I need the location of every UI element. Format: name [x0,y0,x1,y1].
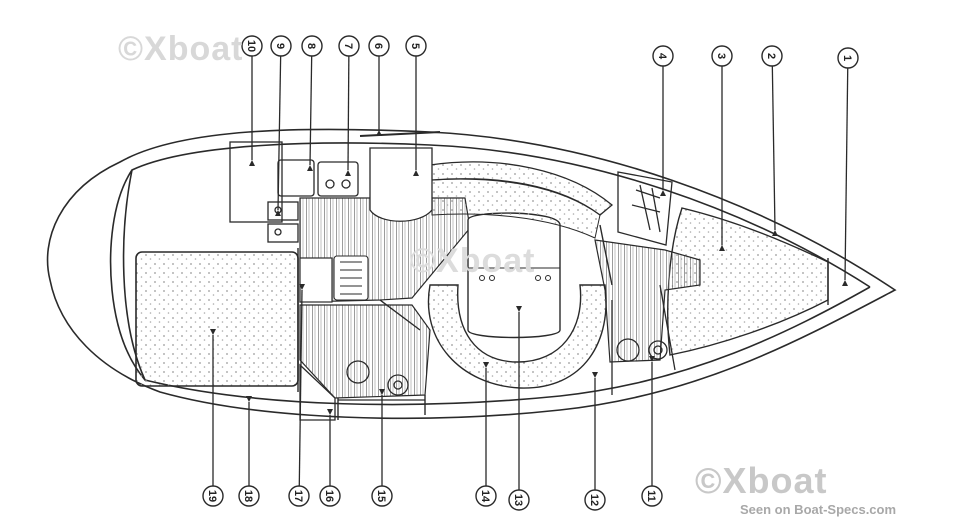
callout-number-5: 5 [409,43,421,49]
callout-circle-19 [202,485,224,507]
engine-box [299,257,333,303]
callout-number-13: 13 [512,494,524,506]
aft-berth [135,251,299,387]
callout-circle-9 [270,35,292,57]
cabin-sole-forward [594,239,701,363]
saloon-settee [427,284,607,389]
callout-circle-17 [288,485,310,507]
callout-number-1: 1 [841,55,853,61]
callout-circle-2 [761,45,783,67]
callout-number-9: 9 [274,43,286,49]
callout-arrow-10 [249,160,255,166]
callout-arrow-8 [307,165,313,171]
chart-table [369,147,433,222]
source-credit: Seen on Boat-Specs.com [740,502,897,517]
starboard-settee-back [431,178,601,239]
callout-circle-1 [837,47,859,69]
callout-number-19: 19 [206,490,218,502]
callout-number-16: 16 [323,490,335,502]
callout-circle-8 [301,35,323,57]
galley [229,141,359,243]
bulkheads [297,224,613,420]
callout-number-3: 3 [715,53,727,59]
watermark-top: ©Xboat [118,30,244,68]
callout-circle-16 [319,485,341,507]
callout-number-8: 8 [305,43,317,49]
callout-arrow-2 [772,230,778,236]
callout-number-11: 11 [645,490,657,502]
callout-number-4: 4 [656,53,668,60]
callout-arrow-16 [327,409,333,415]
callout-arrow-19 [210,329,216,335]
callout-leader-1 [844,47,849,281]
forward-heads [611,171,676,395]
callout-circle-6 [368,35,390,57]
callout-number-12: 12 [588,494,600,506]
callout-circle-14 [475,485,497,507]
watermark-middle: ©Xboat [410,242,536,280]
callout-number-7: 7 [342,43,354,49]
callout-leader-2 [771,45,776,231]
callout-number-2: 2 [765,53,777,59]
callout-circle-12 [584,489,606,511]
callout-circle-18 [238,485,260,507]
callout-arrow-1 [842,280,848,286]
callout-arrow-18 [246,396,252,402]
callout-arrow-15 [379,389,385,395]
callout-number-17: 17 [292,490,304,502]
callout-arrow-14 [483,362,489,368]
callouts-layer: 10 9 8 7 6 5 4 3 2 1 19 18 17 16 15 14 13 12 11 [202,35,859,511]
watermark-bottom: ©Xboat [695,460,828,501]
callout-arrow-4 [660,190,666,196]
callout-arrow-3 [719,245,725,251]
callout-arrow-12 [592,372,598,378]
callout-arrow-5 [413,170,419,176]
callout-arrow-9 [275,210,281,216]
callout-arrow-11 [649,356,655,362]
callout-arrow-6 [376,130,382,136]
callout-circle-10 [241,35,263,57]
callout-circle-13 [508,489,530,511]
callout-leader-9 [277,35,282,211]
callout-leader-17 [298,289,303,507]
callout-leader-7 [347,35,350,171]
callout-circle-3 [711,45,733,67]
callout-circle-15 [371,485,393,507]
callout-circle-11 [641,485,663,507]
callout-circle-4 [652,45,674,67]
callout-number-18: 18 [242,490,254,502]
callout-circle-7 [338,35,360,57]
callout-arrow-7 [345,170,351,176]
callout-leader-8 [309,35,313,166]
callout-number-15: 15 [375,490,387,502]
callout-arrow-17 [299,284,305,290]
callout-number-10: 10 [245,40,257,52]
callout-number-6: 6 [372,43,384,49]
callout-circle-5 [405,35,427,57]
companionway-steps [333,255,369,301]
callout-arrow-13 [516,306,522,312]
callout-number-14: 14 [479,490,491,503]
